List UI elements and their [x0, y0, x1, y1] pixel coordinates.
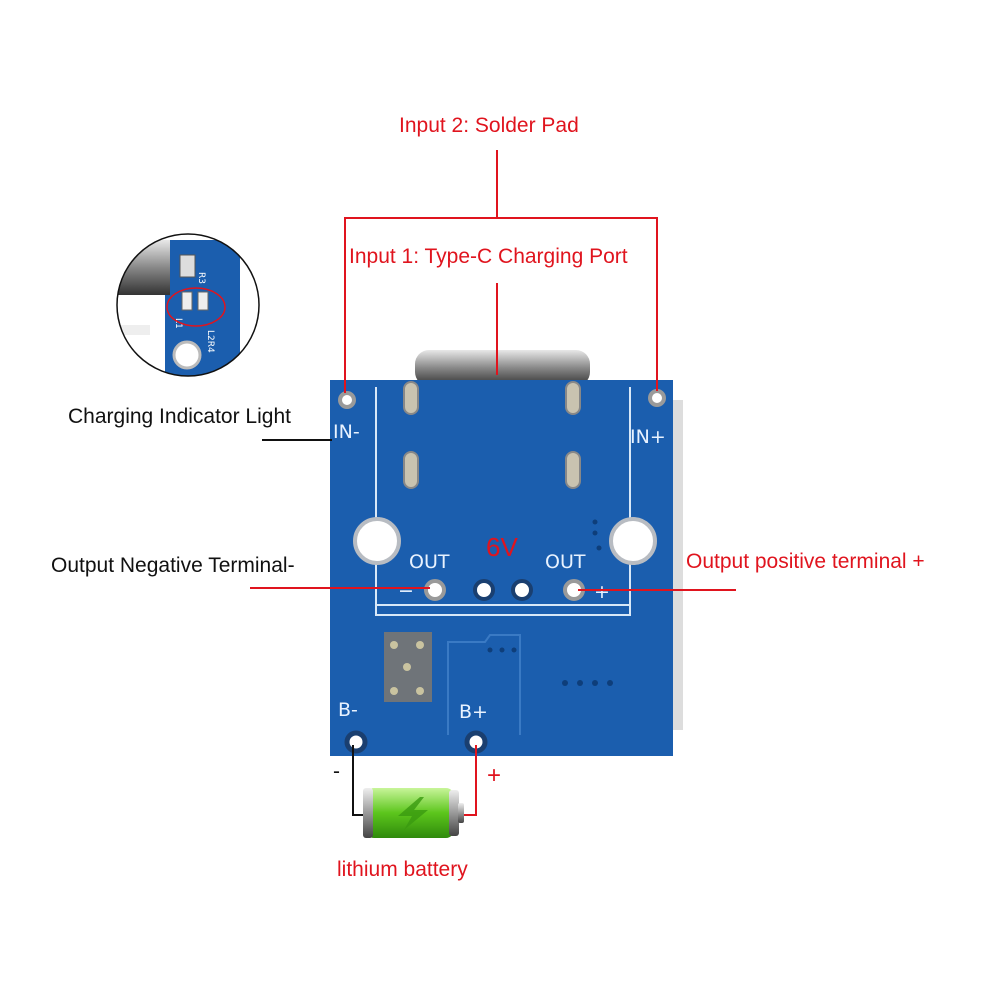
b-minus-label: B-	[338, 699, 358, 721]
indicator-label: Charging Indicator Light	[68, 405, 291, 428]
input2-label: Input 2: Solder Pad	[399, 114, 579, 137]
input1-label: Input 1: Type-C Charging Port	[349, 245, 628, 268]
out-left-label: OUT	[409, 551, 450, 573]
inset-l1: L1	[173, 318, 183, 329]
b-plus-label: B+	[459, 701, 488, 723]
output-positive-label: Output positive terminal +	[686, 550, 925, 573]
inset-l2r4: L2R4	[205, 330, 215, 353]
voltage-label: 6V	[486, 532, 518, 562]
inset-r3: R3	[196, 272, 206, 284]
battery-label: lithium battery	[337, 858, 468, 881]
out-right-label: OUT	[545, 551, 586, 573]
b-minus-pad	[344, 730, 368, 754]
battery-minus-label: -	[333, 760, 340, 783]
out-pad	[511, 579, 533, 601]
pcb-board: IN- IN+ OUT OUT − + 6V B- B+	[330, 380, 683, 756]
mounting-hole	[609, 517, 657, 565]
annotation-lines	[250, 150, 736, 816]
output-negative-label: Output Negative Terminal-	[51, 554, 295, 577]
in-plus-label: IN+	[630, 426, 666, 448]
out-minus-pad	[424, 579, 446, 601]
battery-icon	[363, 788, 464, 838]
in-plus-pad	[648, 389, 666, 407]
out-plus-sign: +	[594, 581, 610, 603]
in-minus-pad	[338, 391, 356, 409]
indicator-highlight	[166, 287, 226, 327]
indicator-inset: R3 L1 L2R4	[116, 233, 260, 377]
out-pad	[473, 579, 495, 601]
type-c-port	[415, 350, 590, 386]
battery-plus-label: +	[487, 762, 502, 789]
out-minus-sign: −	[398, 580, 414, 602]
in-minus-label: IN-	[333, 421, 360, 443]
mounting-hole	[353, 517, 401, 565]
